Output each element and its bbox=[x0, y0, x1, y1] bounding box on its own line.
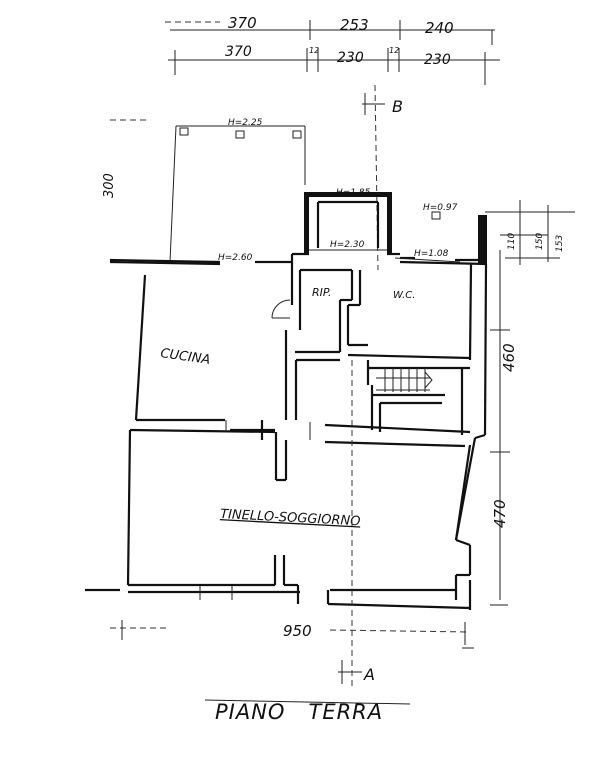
height-label-230: H=2.30 bbox=[330, 240, 365, 250]
right-dimension-lines bbox=[485, 200, 575, 606]
height-label-260: H=2.60 bbox=[218, 253, 253, 263]
dim-top-253: 253 bbox=[340, 16, 369, 34]
top-dimension-lines bbox=[165, 20, 500, 85]
section-line-a bbox=[338, 360, 362, 690]
dim-right-110: 110 bbox=[507, 233, 517, 250]
plan-title: PIANO TERRA bbox=[215, 700, 383, 724]
dim-right-460: 460 bbox=[500, 343, 518, 372]
dim-left-300: 300 bbox=[102, 173, 117, 198]
dim-right-470: 470 bbox=[491, 499, 509, 528]
bottom-dimension-line bbox=[110, 620, 474, 649]
dim-top-230-b: 230 bbox=[424, 52, 451, 68]
dim-bottom-950: 950 bbox=[283, 622, 312, 640]
height-label-185: H=1.85 bbox=[336, 188, 371, 198]
section-label-b: B bbox=[392, 97, 403, 116]
height-label-097: H=0.97 bbox=[423, 203, 458, 213]
title-guide-line bbox=[204, 699, 411, 705]
interior-walls bbox=[129, 262, 471, 482]
dim-top-12-a: 12 bbox=[309, 46, 319, 55]
terrace-outline bbox=[110, 119, 306, 263]
section-line-b bbox=[362, 84, 385, 271]
dim-top-12-b: 12 bbox=[389, 46, 399, 55]
room-label-wc: W.C. bbox=[393, 290, 415, 301]
dim-top-370-b: 370 bbox=[225, 44, 252, 60]
pillar-marker bbox=[431, 211, 441, 220]
staircase bbox=[376, 368, 433, 392]
height-label-108: H=1.08 bbox=[414, 249, 449, 259]
dim-top-240: 240 bbox=[425, 19, 454, 37]
entry-block-walls bbox=[290, 192, 400, 262]
dim-right-153: 153 bbox=[555, 235, 565, 252]
outer-walls bbox=[85, 215, 488, 610]
door-swing bbox=[271, 299, 291, 319]
room-label-cucina: CUCINA bbox=[159, 346, 211, 368]
section-label-a: A bbox=[363, 665, 375, 684]
height-label-225: H=2.25 bbox=[228, 118, 263, 128]
room-label-tinello-soggiorno: TINELLO-SOGGIORNO bbox=[220, 507, 361, 529]
dim-right-150: 150 bbox=[535, 233, 545, 250]
dim-top-370-a: 370 bbox=[228, 14, 257, 32]
dim-top-230-a: 230 bbox=[337, 50, 364, 66]
room-label-rip: RIP. bbox=[312, 286, 332, 299]
